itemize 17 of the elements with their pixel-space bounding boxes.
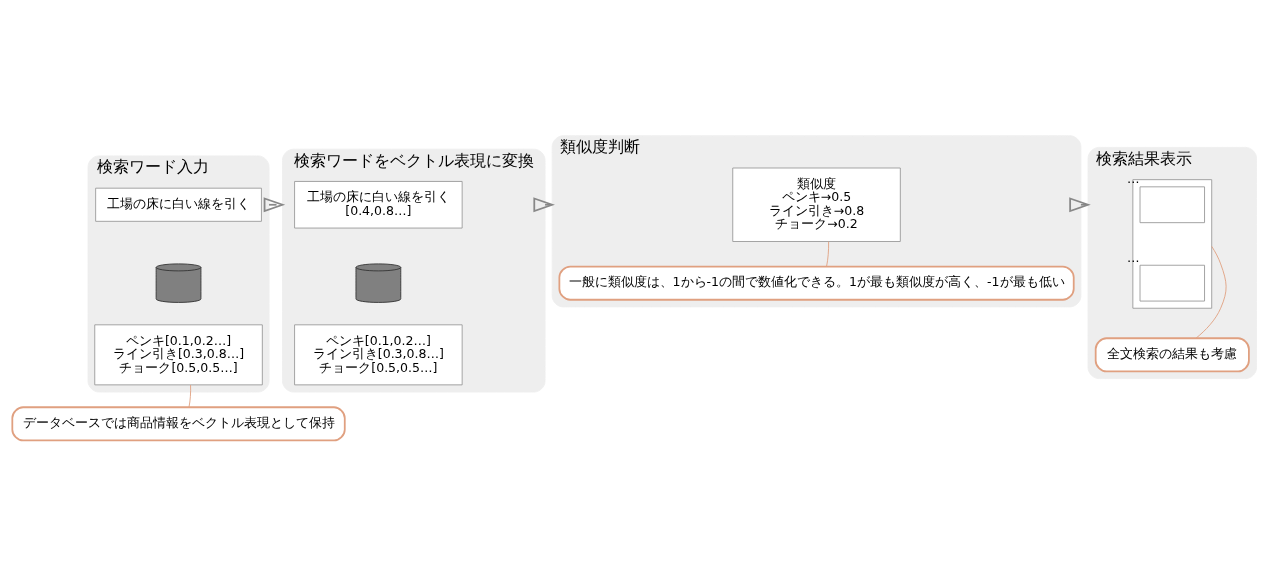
node-box	[1139, 185, 1205, 223]
node-box: ペンキ[0.1,0.2…] ライン引き[0.3,0.8…] チョーク[0.5,0.5…]	[94, 323, 263, 385]
node-label: …	[1127, 170, 1140, 186]
connector	[826, 240, 830, 267]
connector	[188, 384, 192, 408]
node-box: 類似度 ペンキ→0.5 ライン引き→0.8 チョーク→0.2	[732, 167, 901, 242]
node-box: データベースでは商品情報をベクトル表現として保持	[11, 405, 346, 441]
node-box: 一般に類似度は、1から-1の間で数値化できる。1が最も類似度が高く、-1が最も低い	[558, 265, 1075, 301]
arrow	[263, 196, 286, 212]
node-box: 工場の床に白い線を引く	[95, 187, 262, 222]
cluster	[1132, 178, 1213, 309]
node-box: ペンキ[0.1,0.2…] ライン引き[0.3,0.8…] チョーク[0.5,0.5…]	[294, 323, 463, 385]
node-box: 工場の床に白い線を引く [0.4,0.8…]	[294, 180, 463, 228]
connector	[1195, 245, 1227, 339]
node-box: 全文検索の結果も考慮	[1094, 336, 1250, 372]
node-label: …	[1127, 249, 1140, 265]
node-box	[1139, 264, 1205, 302]
